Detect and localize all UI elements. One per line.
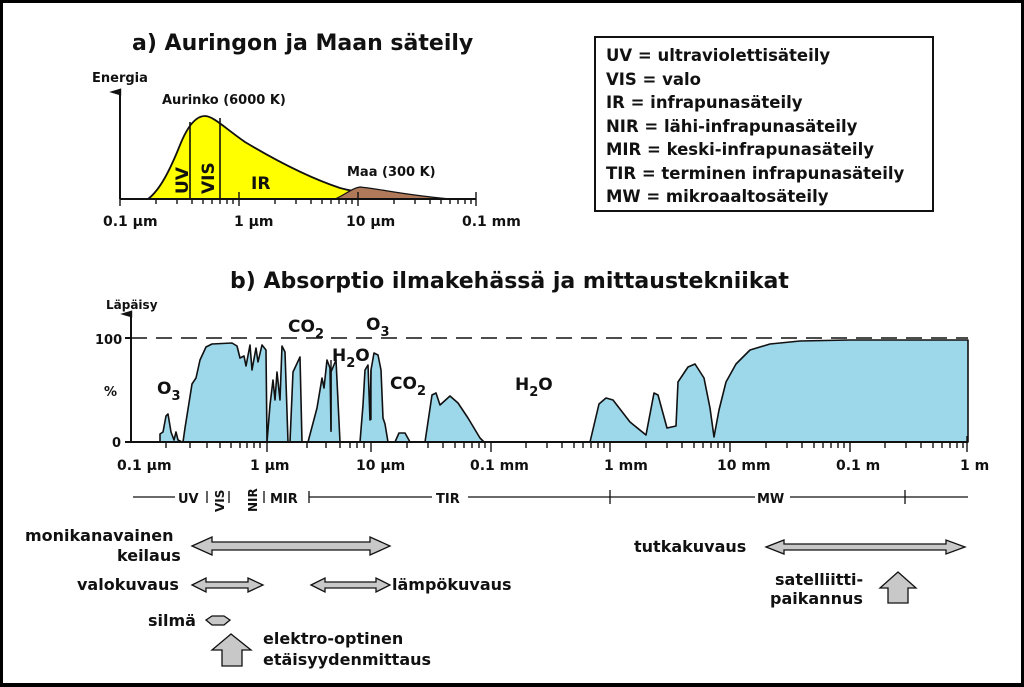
energy-axis-label: Energia [92, 71, 148, 86]
panel-a: a) Auringon ja Maan säteily Energia UV V… [92, 31, 521, 230]
multispectral-label-2: keilaus [117, 546, 181, 565]
absorber-co2-top: CO2 [288, 317, 324, 342]
legend-item-nir: NIR = lähi-infrapunasäteily [606, 116, 858, 136]
y-tick-percent: % [104, 385, 117, 400]
band-nir: NIR [246, 488, 260, 512]
radar-arrow [764, 539, 967, 555]
photo-label: valokuvaus [77, 575, 179, 594]
thermal-label: lämpökuvaus [392, 575, 512, 594]
panel-a-ticks [119, 192, 477, 206]
transmission-axis-label: Läpäisy [106, 298, 158, 312]
panel-b-tick-1: 1 µm [250, 458, 290, 474]
earth-label: Maa (300 K) [347, 165, 436, 180]
legend-item-ir: IR = infrapunasäteily [606, 93, 803, 112]
multispectral-arrow [190, 535, 392, 557]
panel-a-tick-2: 10 µm [346, 214, 395, 230]
band-vis: VIS [199, 162, 219, 194]
panel-a-tick-1: 1 µm [234, 214, 274, 230]
eye-shape [204, 615, 232, 626]
legend-item-mir: MIR = keski-infrapunasäteily [606, 140, 874, 159]
panel-b-ticks [165, 436, 968, 452]
band-mw: MW [757, 492, 784, 507]
y-tick-0: 0 [112, 436, 121, 451]
band-ir: IR [251, 174, 270, 194]
band-uv: UV [178, 492, 199, 507]
gnss-arrow [878, 571, 918, 604]
legend-item-mw: MW = mikroaaltosäteily [606, 187, 829, 206]
edm-label-1: elektro-optinen [263, 629, 403, 648]
panel-b-tick-3: 0.1 mm [470, 458, 529, 474]
technique-arrows [190, 535, 967, 667]
panel-a-tick-3: 0.1 mm [462, 214, 521, 230]
band-uv: UV [173, 166, 193, 194]
panel-b-tick-0: 0.1 µm [117, 458, 172, 474]
band-tir: TIR [436, 492, 460, 507]
legend-item-vis: VIS = valo [606, 69, 701, 89]
panel-b-tick-6: 0.1 m [836, 458, 880, 474]
absorber-h2o-far: H2O [515, 375, 553, 400]
panel-b-title: b) Absorptio ilmakehässä ja mittaustekni… [230, 269, 789, 294]
edm-label-2: etäisyydenmittaus [263, 650, 431, 669]
legend-item-uv: UV = ultraviolettisäteily [606, 46, 831, 65]
panel-a-tick-0: 0.1 µm [103, 214, 158, 230]
panel-a-title: a) Auringon ja Maan säteily [132, 31, 473, 56]
band-ruler [133, 490, 968, 504]
radar-label: tutkakuvaus [634, 537, 746, 556]
absorber-co2-right: CO2 [390, 374, 426, 399]
thermal-arrow [309, 576, 392, 594]
panel-b-tick-5: 10 mm [717, 458, 771, 474]
legend-item-tir: TIR = terminen infrapunasäteily [606, 163, 905, 183]
absorber-o3-left: O3 [157, 379, 181, 404]
absorber-o3-top: O3 [366, 315, 390, 340]
gnss-label-2: paikannus [770, 589, 863, 608]
eye-label: silmä [148, 611, 196, 630]
panel-b-tick-4: 1 mm [604, 458, 648, 474]
photo-arrow [190, 576, 265, 594]
band-mir: MIR [270, 492, 298, 507]
y-tick-100: 100 [95, 333, 122, 348]
band-vis: VIS [213, 490, 227, 512]
abbreviation-legend: UV = ultraviolettisäteily VIS = valo IR … [594, 36, 934, 212]
absorber-h2o-mid: H2O [332, 346, 370, 371]
earth-spectrum-area [334, 186, 451, 200]
sun-label: Aurinko (6000 K) [162, 93, 286, 108]
gnss-label-1: satelliitti- [775, 570, 863, 589]
edm-arrow [210, 633, 253, 667]
panel-b-tick-2: 10 µm [356, 458, 405, 474]
panel-b: b) Absorptio ilmakehässä ja mittaustekni… [25, 269, 989, 669]
panel-b-tick-7: 1 m [960, 458, 989, 474]
transmission-area [159, 339, 969, 443]
multispectral-label-1: monikanavainen [25, 526, 174, 545]
